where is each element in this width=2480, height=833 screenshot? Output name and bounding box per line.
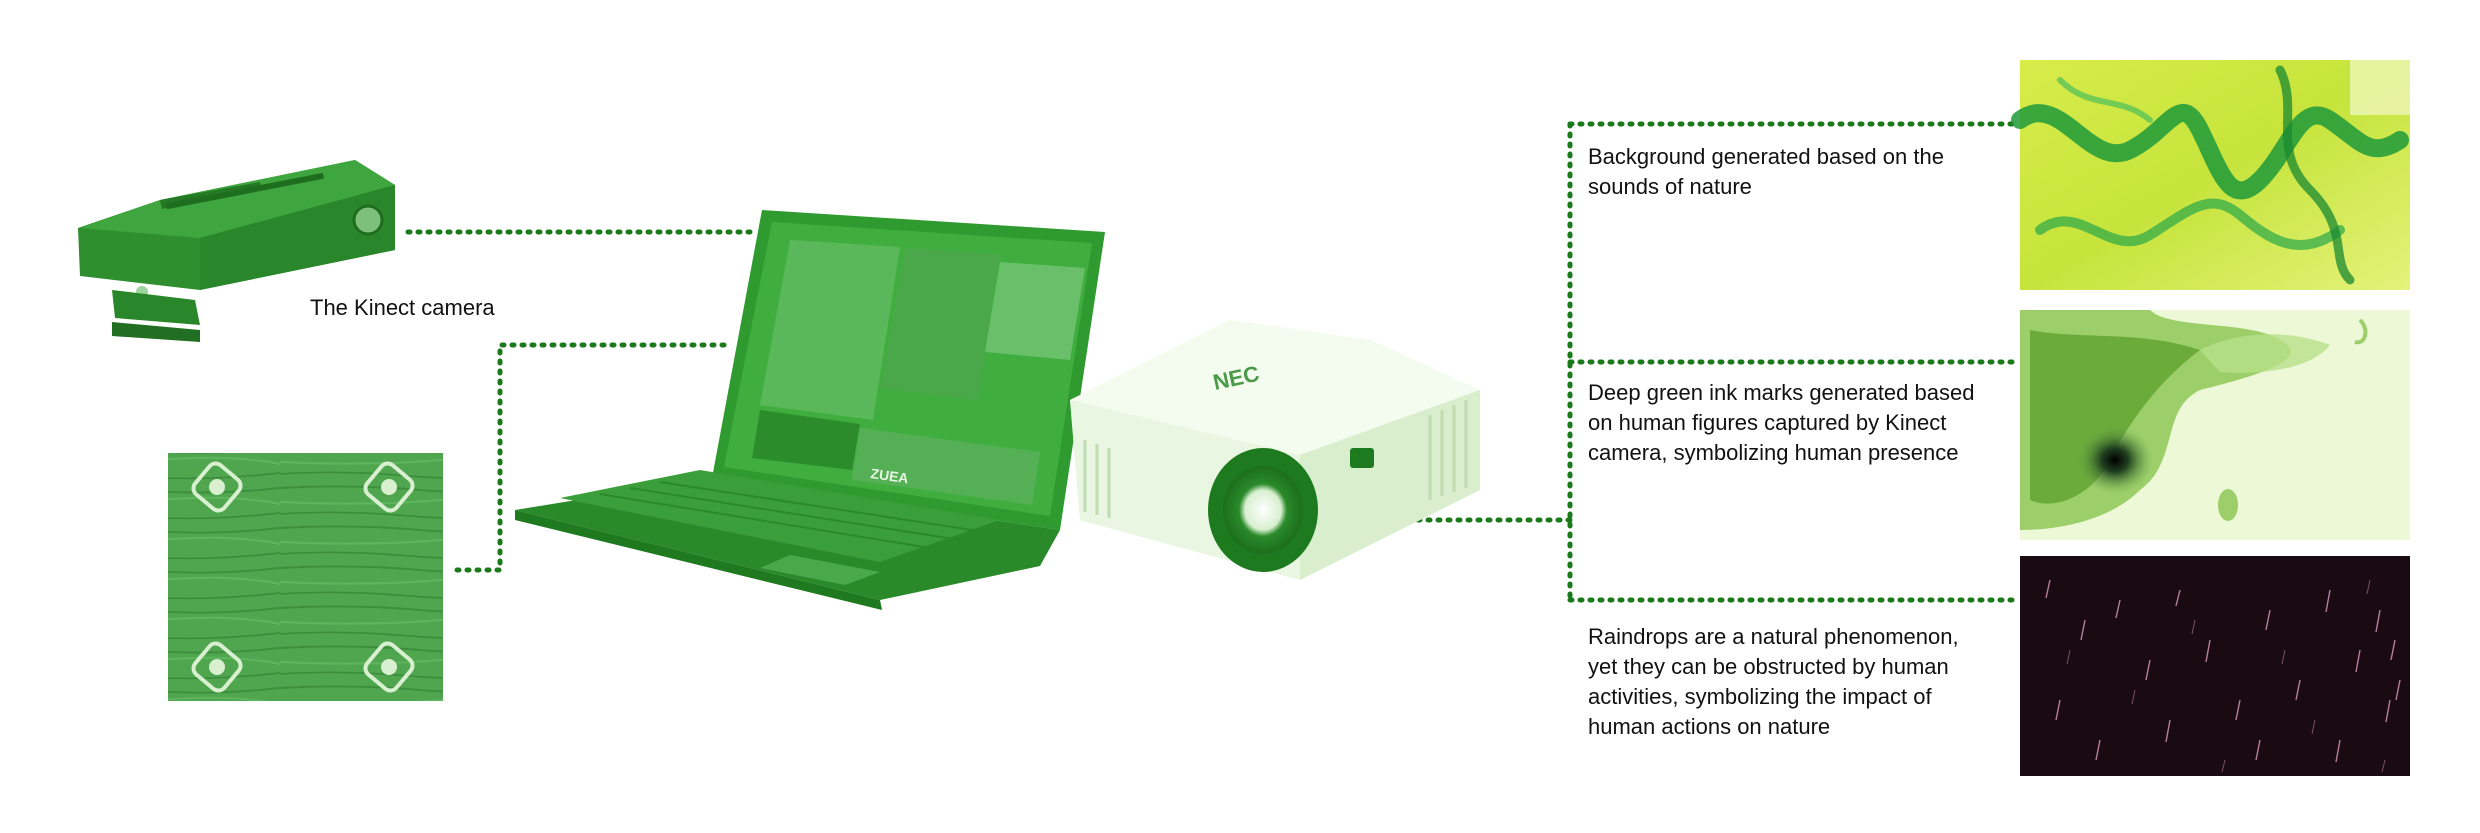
connector-lines <box>405 121 2023 603</box>
tracking-markers-board-icon <box>168 453 443 701</box>
raindrops-description: Raindrops are a natural phenomenon, yet … <box>1588 624 1959 739</box>
laptop-brand-logo: ZUEA <box>870 465 910 486</box>
output-raindrops-image <box>2020 556 2410 776</box>
background-description: Background generated based on the sounds… <box>1588 144 1944 199</box>
kinect-camera-label: The Kinect camera <box>310 295 495 320</box>
connector-board-laptop <box>454 342 731 573</box>
kinect-camera-icon <box>78 160 395 342</box>
projector-icon: NEC <box>1070 320 1480 580</box>
laptop-icon: ZUEA <box>515 210 1105 610</box>
output-ink-marks-image <box>2020 310 2410 540</box>
ink-marks-description: Deep green ink marks generated based on … <box>1588 380 1975 465</box>
output-background-image <box>2011 60 2410 290</box>
